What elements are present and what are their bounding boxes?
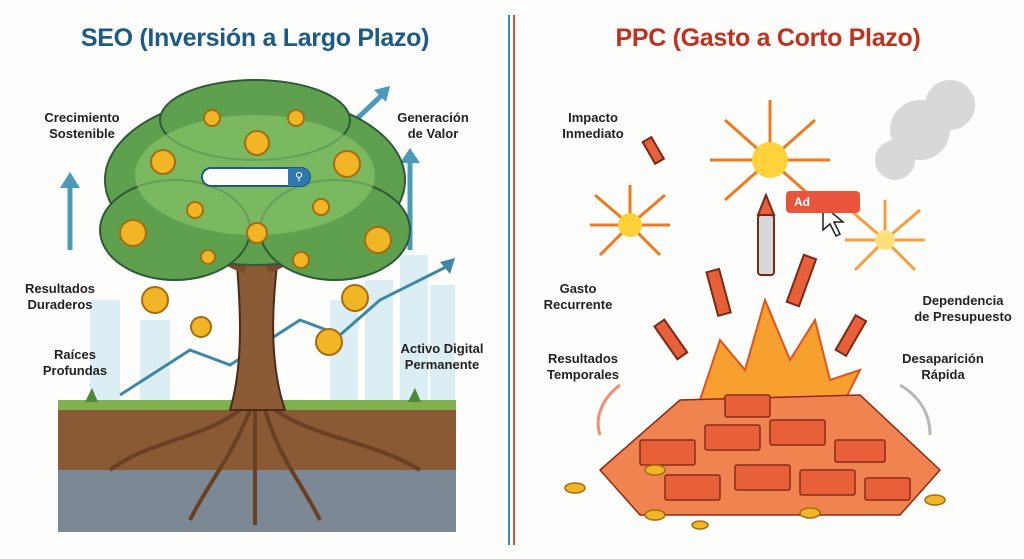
label-line: Impacto — [568, 110, 618, 125]
ad-button: Ad — [786, 191, 860, 213]
seo-title: SEO (Inversión a Largo Plazo) — [80, 24, 430, 52]
growth-trend-line — [119, 263, 451, 397]
label-line: Recurrente — [543, 297, 613, 312]
label-line: Crecimiento — [44, 110, 120, 125]
label-line: Generación — [397, 110, 469, 125]
rockets — [641, 135, 868, 361]
label-line: Gasto — [559, 281, 597, 296]
grass-tufts — [85, 388, 421, 402]
smoke-cloud — [875, 80, 975, 180]
ppc-title: PPC (Gasto a Corto Plazo) — [615, 24, 921, 52]
label-line: Profundas — [42, 363, 108, 378]
growth-arrow-icon — [440, 258, 455, 274]
label-line: Rápida — [921, 367, 965, 382]
money-pile — [598, 394, 942, 516]
label-line: de Valor — [407, 126, 459, 141]
label-line: Permanente — [404, 357, 480, 372]
label-line: Sostenible — [49, 126, 115, 141]
label-line: Desaparición — [902, 351, 984, 366]
label-line: Resultados — [24, 281, 96, 296]
growth-chart-bars — [90, 255, 455, 400]
label-line: Inmediato — [562, 126, 624, 141]
label-line: de Presupuesto — [914, 309, 1012, 324]
label-line: Activo Digital — [400, 341, 484, 356]
gold-coins — [564, 464, 946, 530]
firework-bursts — [590, 100, 925, 272]
coins — [119, 109, 392, 356]
search-bar: ⚲ — [201, 167, 311, 187]
explosion — [698, 296, 862, 412]
label-line: Temporales — [546, 367, 619, 382]
search-icon: ⚲ — [288, 168, 310, 186]
fade-arrows — [596, 383, 932, 436]
label-line: Raíces — [54, 347, 96, 362]
label-line: Dependencia — [922, 293, 1004, 308]
label-line: Resultados — [547, 351, 619, 366]
roots — [108, 408, 422, 525]
label-line: Duraderos — [27, 297, 93, 312]
